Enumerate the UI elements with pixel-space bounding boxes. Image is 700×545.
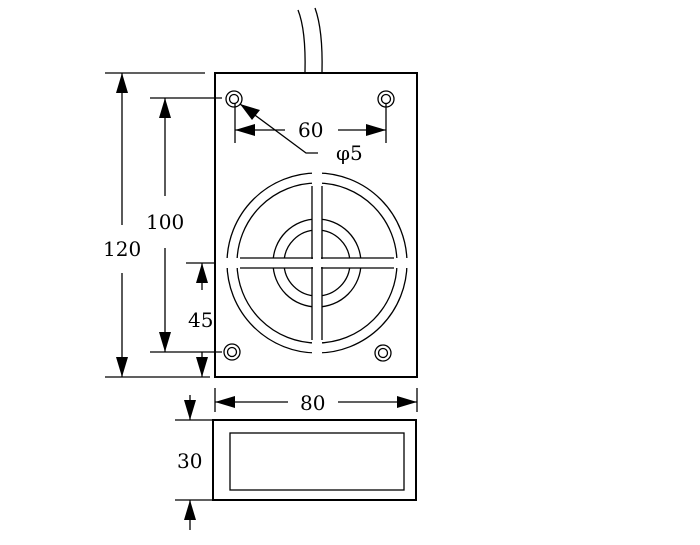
label-100: 100	[146, 210, 184, 234]
dimension-60: 60	[234, 104, 387, 143]
dimension-45: 45	[186, 262, 215, 377]
label-phi5: φ5	[336, 141, 363, 165]
dimension-hole-diameter: φ5	[239, 103, 363, 165]
label-60: 60	[298, 118, 323, 142]
dimension-100: 100	[146, 97, 222, 353]
label-120: 120	[103, 237, 141, 261]
cable-right-edge	[314, 7, 323, 73]
side-view	[212, 419, 417, 501]
dimension-30: 30	[175, 395, 213, 530]
front-view	[214, 72, 418, 378]
dimension-120: 120	[103, 72, 210, 378]
label-30: 30	[177, 449, 202, 473]
dimension-80: 80	[214, 388, 418, 415]
label-45: 45	[188, 308, 213, 332]
cable-left-edge	[297, 9, 306, 73]
speaker-grille	[224, 170, 410, 356]
label-80: 80	[300, 391, 325, 415]
